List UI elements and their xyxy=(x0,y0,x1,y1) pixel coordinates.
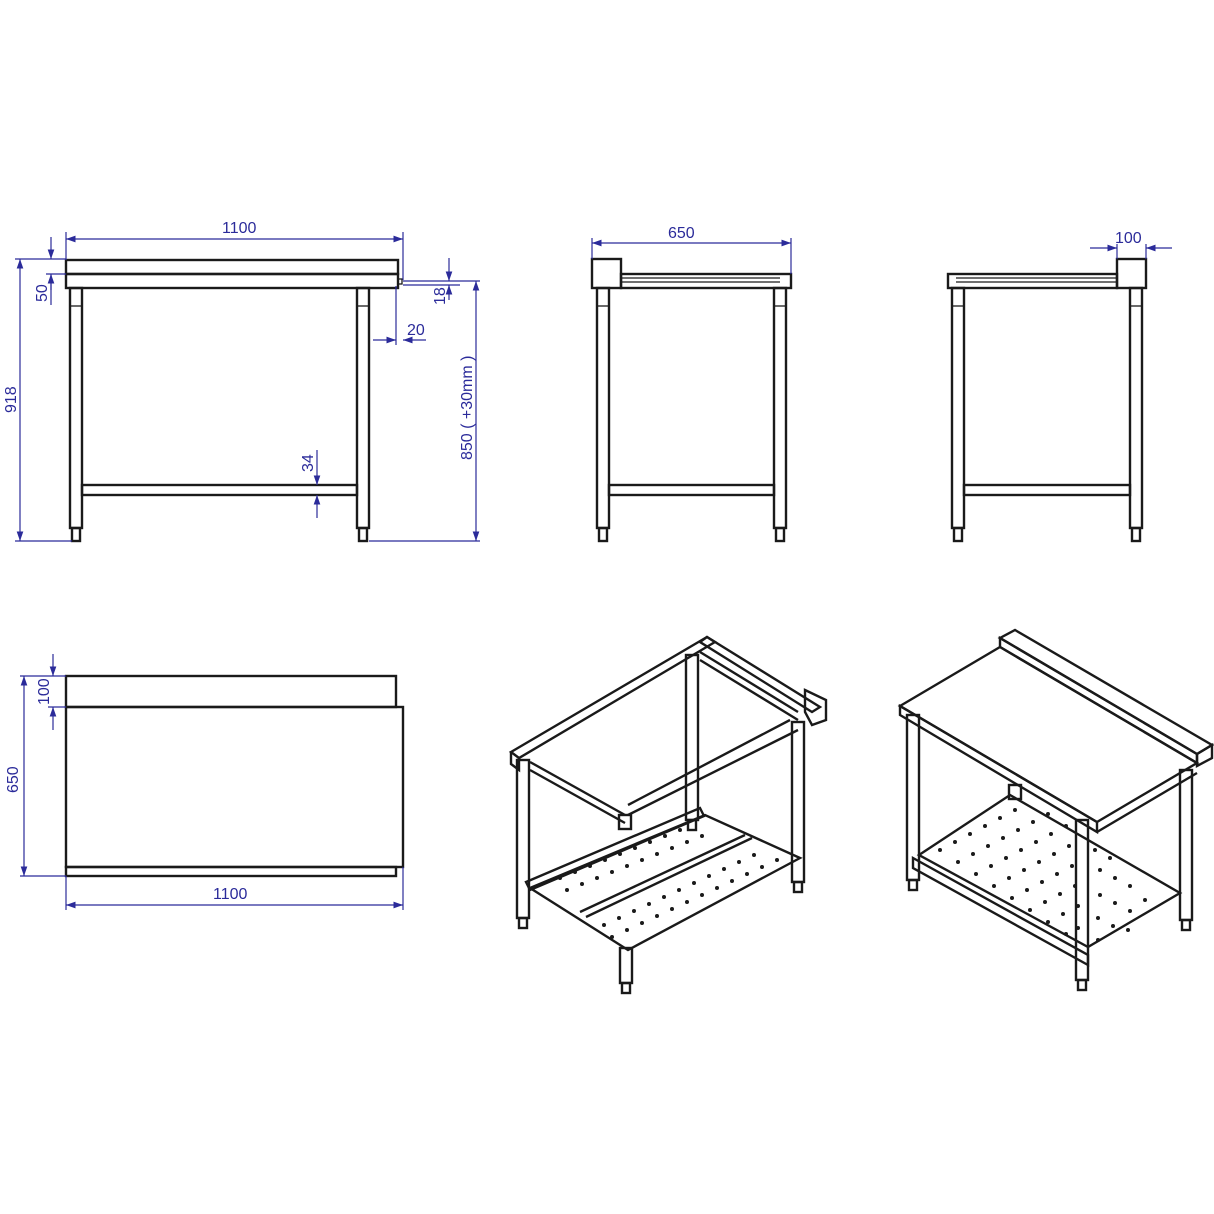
iso-top-view xyxy=(897,628,1214,992)
front-work-height-label: 850 ( +30mm ) xyxy=(459,356,476,460)
front-undershelf-label: 34 xyxy=(300,454,317,472)
top-width-label: 1100 xyxy=(213,886,248,903)
perforation-holes xyxy=(558,828,779,939)
front-view: 1100 918 50 18 20 850 ( +30mm ) 34 xyxy=(3,220,480,543)
top-view: 650 100 1100 xyxy=(5,654,405,910)
front-width-label: 1100 xyxy=(222,220,257,237)
front-total-height-label: 918 xyxy=(3,386,20,413)
top-depth-label: 650 xyxy=(5,766,22,793)
iso-underside-view xyxy=(508,635,828,995)
side-upstand-depth-label: 100 xyxy=(1115,230,1142,247)
side-depth-label: 650 xyxy=(668,225,695,242)
front-upstand-height-label: 50 xyxy=(34,284,51,302)
side-view-right: 100 xyxy=(946,230,1172,543)
front-overhang-label: 20 xyxy=(407,322,425,339)
side-view-left: 650 xyxy=(590,225,793,543)
perforation-holes-top xyxy=(938,808,1147,942)
top-upstand-depth-label: 100 xyxy=(36,678,53,705)
front-edge-thickness-label: 18 xyxy=(432,287,449,305)
